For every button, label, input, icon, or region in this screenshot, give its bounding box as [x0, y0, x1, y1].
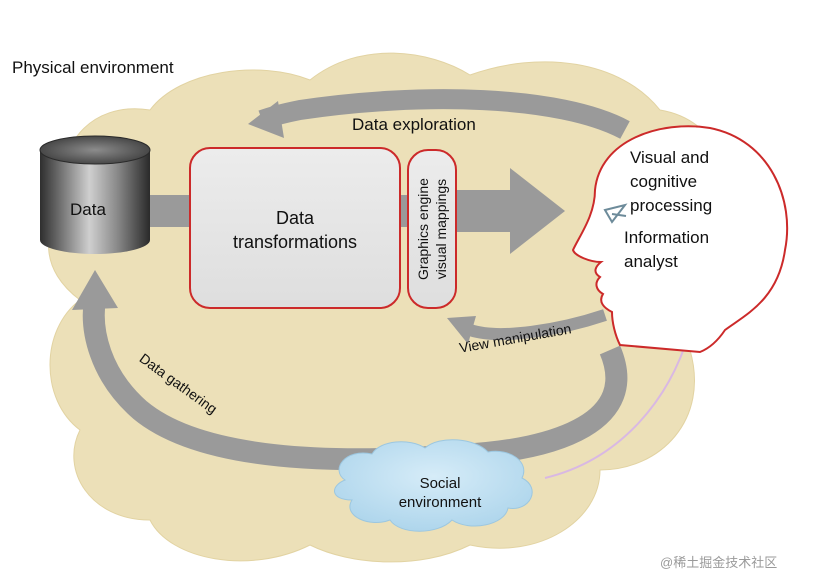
data-label: Data: [70, 200, 106, 219]
graphics-engine-line-2: visual mappings: [433, 178, 449, 280]
visual-cognitive-label: Visual and cognitive processing: [630, 146, 712, 218]
view-manipulation-arrowhead: [447, 316, 476, 344]
eye-icon: [603, 203, 628, 224]
main-flow-shaft-3: [455, 190, 515, 232]
analyst-head-silhouette: [571, 125, 789, 354]
social-environment-label: Social environment: [380, 474, 500, 512]
data-exploration-label: Data exploration: [352, 115, 476, 134]
data-exploration-arrowhead: [248, 101, 284, 138]
social-environment-line-1: Social: [419, 475, 461, 492]
information-analyst-line-2: analyst: [624, 252, 678, 271]
physical-environment-label: Physical environment: [12, 58, 174, 77]
graphics-engine-label: Graphics engine visual mappings: [414, 149, 450, 309]
visual-cognitive-line-2: cognitive: [630, 172, 698, 191]
view-manipulation-arrow: [468, 309, 607, 340]
graphics-engine-box: [407, 149, 457, 309]
data-transformations-label: Data transformations: [200, 206, 390, 254]
social-environment-cloud: [334, 439, 533, 532]
main-flow-arrowhead: [510, 168, 565, 254]
data-transformations-line-1: Data: [275, 208, 315, 228]
data-transformations-box: [189, 147, 401, 309]
data-store-cylinder: [39, 135, 151, 254]
information-analyst-label: Information analyst: [624, 226, 709, 274]
data-gathering-arrowhead: [72, 270, 118, 310]
visual-cognitive-line-3: processing: [630, 196, 713, 215]
watermark-text: @稀土掘金技术社区: [660, 555, 778, 570]
social-connector-line: [544, 329, 691, 479]
visual-cognitive-line-1: Visual and: [630, 148, 710, 167]
data-gathering-arrow: [82, 298, 628, 471]
information-analyst-line-1: Information: [624, 228, 710, 247]
data-transformations-line-2: transformations: [232, 232, 358, 252]
graphics-engine-line-1: Graphics engine: [415, 178, 431, 280]
social-environment-line-2: environment: [398, 494, 482, 511]
